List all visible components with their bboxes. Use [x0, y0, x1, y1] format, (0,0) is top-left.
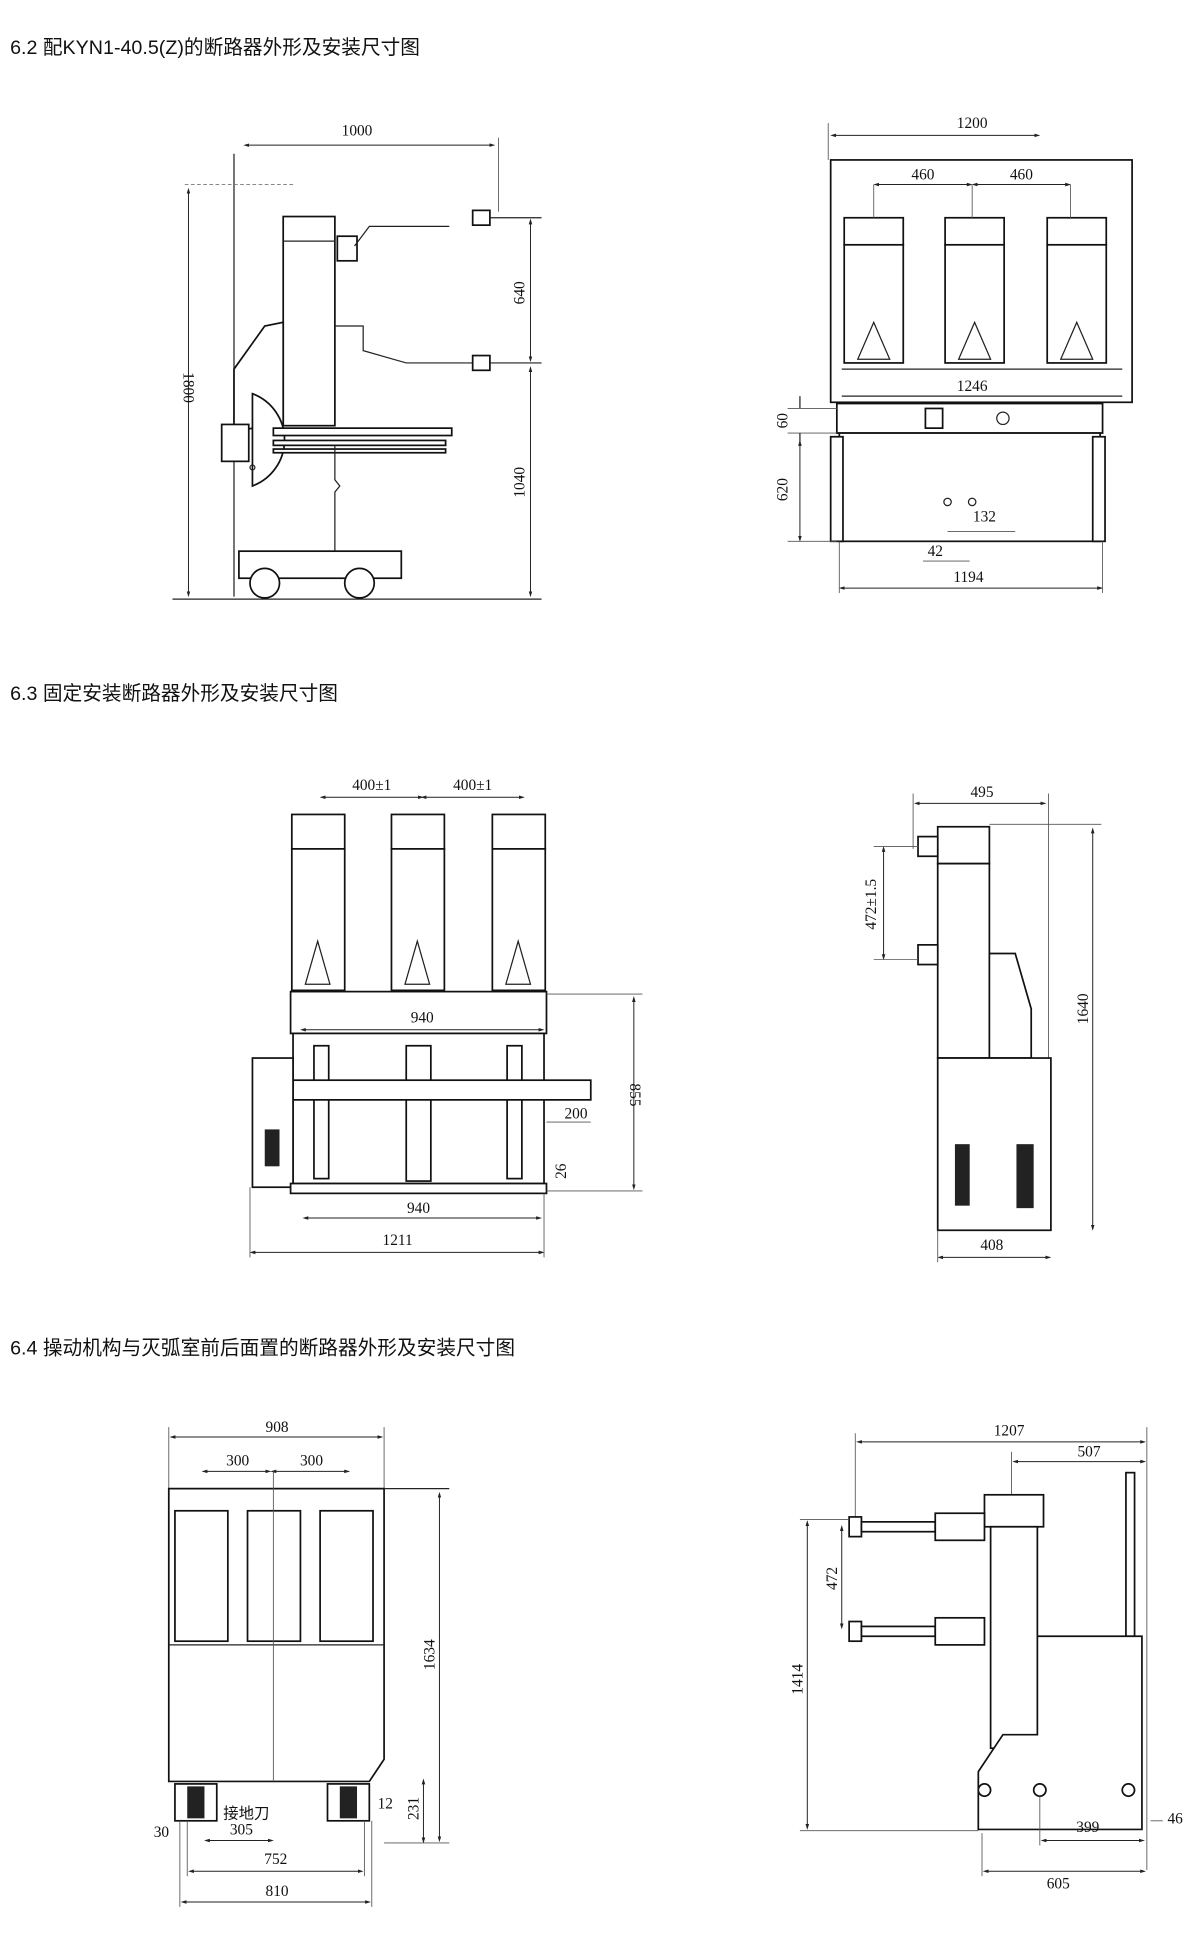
dim-305: 305	[230, 1821, 253, 1838]
dim-46: 46	[1167, 1810, 1183, 1827]
dim-1640: 1640	[1075, 993, 1092, 1024]
dim-200: 200	[564, 1105, 587, 1122]
dim-1000: 1000	[342, 122, 373, 139]
dim-42: 42	[928, 543, 943, 560]
dim-752: 752	[264, 1851, 287, 1868]
pole-group	[290, 813, 547, 992]
section-title-6-3: 6.3 固定安装断路器外形及安装尺寸图	[10, 683, 338, 705]
dim-495: 495	[970, 784, 993, 801]
dim-640: 640	[511, 281, 528, 304]
dim-1207: 1207	[994, 1423, 1025, 1440]
rear-mounted-side-view: 1207 507 472 1414 399 46 605	[789, 1423, 1183, 1893]
dim-231: 231	[406, 1797, 423, 1820]
dim-408: 408	[980, 1237, 1003, 1254]
dim-12: 12	[378, 1796, 393, 1813]
dim-908: 908	[266, 1419, 289, 1436]
dim-400-right: 400±1	[453, 777, 492, 794]
dim-1194: 1194	[953, 569, 983, 586]
dim-60: 60	[775, 413, 792, 429]
fixed-front-view: 400±1 400±1 940 855 200 26 940 1211	[249, 777, 643, 1258]
rear-mounted-front-view: 908 300 300 1634 12 231 接地刀 30 305 752 8…	[154, 1419, 450, 1907]
dim-26: 26	[553, 1163, 570, 1179]
dim-940-top: 940	[411, 1009, 434, 1026]
dim-460-left: 460	[911, 167, 934, 184]
dim-460-right: 460	[1010, 167, 1033, 184]
dim-620: 620	[775, 478, 792, 501]
dim-855: 855	[626, 1083, 643, 1106]
section-title-6-4: 6.4 操动机构与灭弧室前后面置的断路器外形及安装尺寸图	[10, 1338, 515, 1360]
dim-300-left: 300	[226, 1452, 249, 1469]
dim-1200: 1200	[957, 115, 988, 132]
dim-132: 132	[973, 509, 996, 526]
dim-1040: 1040	[511, 467, 528, 498]
kyn1-side-view: 1800 1000 640 1040	[172, 122, 542, 600]
dim-507: 507	[1078, 1444, 1101, 1461]
kyn1-front-view: 1200 460 460 1246 60 620 132 42	[775, 115, 1133, 593]
dim-810: 810	[266, 1883, 289, 1900]
dim-1800: 1800	[180, 372, 197, 403]
section-title-6-2: 6.2 配KYN1-40.5(Z)的断路器外形及安装尺寸图	[10, 37, 420, 59]
earthing-switch-label: 接地刀	[223, 1804, 269, 1822]
fixed-side-view: 495 472±1.5 1640 408	[863, 784, 1102, 1263]
dim-605: 605	[1047, 1875, 1070, 1892]
dim-472: 472	[824, 1567, 841, 1590]
dim-1246: 1246	[957, 378, 988, 395]
dim-1211: 1211	[383, 1232, 413, 1249]
dim-399: 399	[1076, 1819, 1099, 1836]
dim-300-right: 300	[300, 1452, 323, 1469]
dim-30: 30	[154, 1824, 170, 1841]
dim-400-left: 400±1	[352, 777, 391, 794]
dim-940-bottom: 940	[407, 1200, 430, 1217]
dim-1414: 1414	[789, 1664, 806, 1695]
dim-472-1-5: 472±1.5	[863, 879, 880, 930]
pole-group	[843, 184, 1108, 364]
dim-1634: 1634	[422, 1639, 439, 1670]
